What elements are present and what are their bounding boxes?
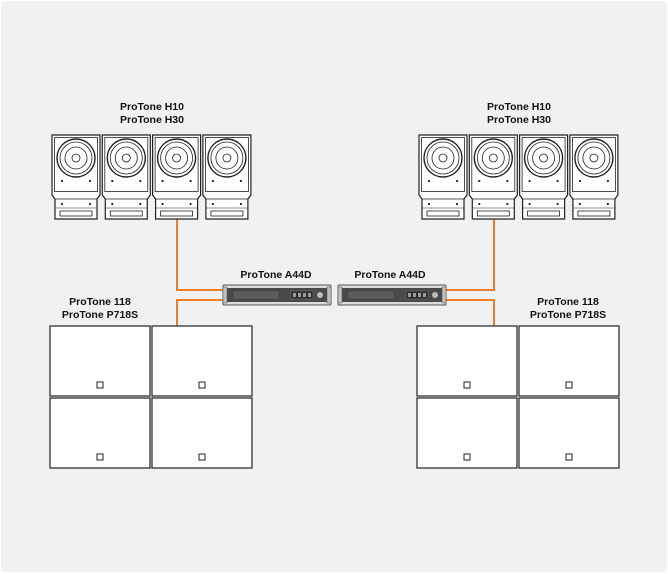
right-tops-label: ProTone H10 ProTone H30: [449, 101, 589, 127]
cable-group: [176, 219, 495, 326]
left-subs-label-line-2: ProTone P718S: [61, 309, 139, 321]
left-amplifier-icon: [222, 284, 332, 306]
left-tops-label: ProTone H10 ProTone H30: [82, 101, 222, 127]
right-amp-label-text: ProTone A44D: [354, 269, 426, 281]
left-subwoofer-icon: [151, 325, 253, 397]
right-subwoofer-icon: [518, 325, 620, 397]
cable-left-subs: [176, 299, 223, 326]
cable-right-tops: [446, 219, 495, 291]
right-tops-label-line-2: ProTone H30: [487, 114, 551, 126]
left-top-cabinet-icon: [51, 134, 101, 220]
left-top-cabinet-icon: [152, 134, 202, 220]
cable-right-subs: [446, 299, 495, 326]
right-amplifier-icon: [337, 284, 447, 306]
right-top-cabinet-icon: [569, 134, 619, 220]
right-amp-label: ProTone A44D: [320, 269, 460, 282]
left-top-cabinet-icon: [101, 134, 151, 220]
left-subs-label-line-1: ProTone 118: [69, 296, 131, 308]
left-tops-label-line-1: ProTone H10: [120, 101, 184, 113]
right-subwoofer-icon: [416, 325, 518, 397]
right-subs-label-line-2: ProTone P718S: [529, 309, 607, 321]
right-top-cabinet-icon: [468, 134, 518, 220]
left-tops-label-line-2: ProTone H30: [120, 114, 184, 126]
right-subwoofer-icon: [416, 397, 518, 469]
left-amp-label: ProTone A44D: [206, 269, 346, 282]
right-tops-label-line-1: ProTone H10: [487, 101, 551, 113]
left-amp-label-text: ProTone A44D: [240, 269, 312, 281]
left-subs-label: ProTone 118 ProTone P718S: [30, 296, 170, 322]
left-subwoofer-icon: [49, 397, 151, 469]
right-top-cabinet-icon: [418, 134, 468, 220]
right-subs-label: ProTone 118 ProTone P718S: [498, 296, 638, 322]
cable-left-tops: [176, 219, 223, 291]
right-subs-label-line-1: ProTone 118: [537, 296, 599, 308]
left-top-cabinet-icon: [202, 134, 252, 220]
right-top-cabinet-icon: [518, 134, 569, 220]
left-subwoofer-icon: [151, 397, 253, 469]
left-subwoofer-icon: [49, 325, 151, 397]
right-subwoofer-icon: [518, 397, 620, 469]
